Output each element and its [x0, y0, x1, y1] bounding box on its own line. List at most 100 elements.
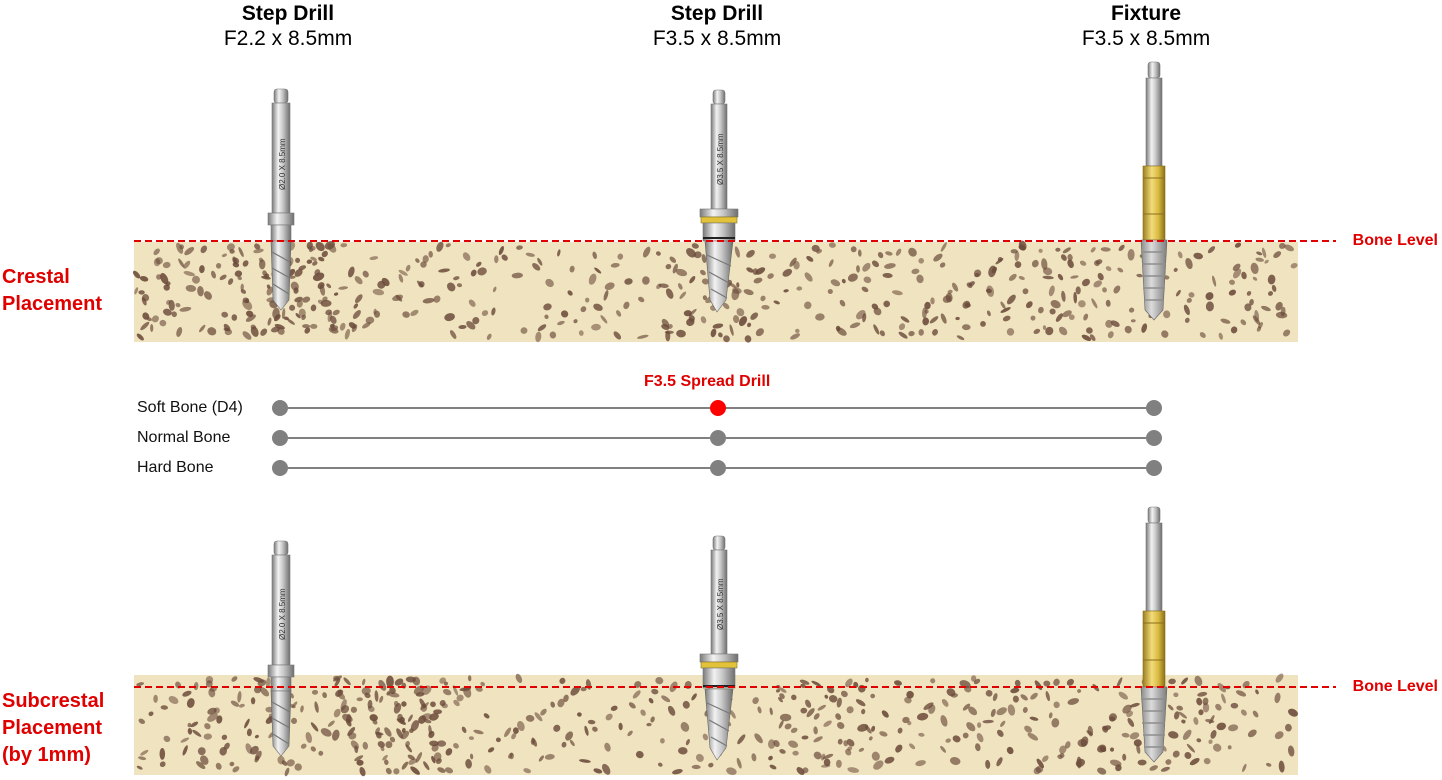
bone-pore [828, 242, 836, 248]
bone-pore [824, 694, 829, 699]
bone-pore [940, 715, 948, 727]
bone-pore [204, 291, 212, 300]
bone-pore [221, 734, 228, 740]
bone-pore [1173, 267, 1178, 272]
bone-pore [847, 767, 860, 773]
bone-pore [393, 768, 400, 775]
bone-pore [467, 675, 472, 682]
bone-pore [340, 705, 350, 714]
bone-pore [1000, 301, 1006, 309]
bone-pore [796, 767, 805, 775]
bone-pore [1255, 257, 1264, 262]
bone-pore [873, 307, 882, 316]
step-dot [272, 400, 288, 416]
bone-pore [480, 681, 486, 687]
bone-pore [319, 284, 326, 296]
bone-pore [156, 274, 162, 280]
bone-pore [240, 283, 244, 291]
bone-pore [1196, 738, 1202, 743]
bone-pore [1038, 248, 1043, 253]
bone-pore [856, 310, 866, 320]
bone-pore [422, 255, 429, 263]
bone-pore [1194, 675, 1203, 686]
bone-pore [369, 714, 378, 722]
bone-pore [932, 329, 938, 336]
bone-pore [618, 722, 623, 731]
bone-pore [672, 769, 683, 775]
bone-pore [751, 753, 757, 762]
bone-texture [132, 240, 1298, 343]
bone-pore [898, 323, 906, 331]
bone-pore [882, 272, 893, 279]
bone-pore [835, 325, 841, 332]
bone-pore [712, 323, 724, 329]
bone-pore [1121, 732, 1130, 738]
bone-pore [1118, 691, 1129, 700]
bone-pore [332, 675, 343, 682]
bone-pore [138, 718, 146, 725]
bone-pore [1008, 273, 1017, 281]
bone-pore [160, 705, 168, 710]
bone-pore [1081, 334, 1092, 342]
bone-pore [444, 767, 454, 774]
bone-pore [242, 260, 249, 267]
bone-pore [997, 256, 1003, 262]
bone-pore [333, 708, 341, 718]
bone-pore [180, 737, 190, 743]
bone-pore [232, 766, 240, 773]
bone-pore [985, 689, 993, 697]
bone-pore [1257, 322, 1264, 329]
bone-pore [249, 745, 259, 755]
bone-pore [1067, 698, 1080, 705]
bone-pore [140, 321, 150, 331]
bone-pore [343, 677, 351, 686]
bone-pore [466, 321, 476, 330]
bone-pore [744, 335, 752, 343]
bone-pore [799, 679, 810, 685]
protocol-rows [272, 400, 1162, 476]
bone-pore [294, 763, 302, 771]
bone-pore [436, 740, 447, 747]
bone-pore [1240, 319, 1247, 326]
bone-pore [1073, 291, 1078, 304]
bone-pore [456, 283, 463, 288]
bone-pore [412, 676, 421, 686]
bone-pore [140, 749, 149, 756]
bone-pore [811, 680, 822, 687]
bone-pore [642, 246, 651, 258]
bone-pore [281, 760, 288, 766]
bone-pore [407, 754, 415, 760]
bone-pore [841, 278, 846, 284]
bone-pore [761, 304, 770, 310]
bone-pore [930, 297, 935, 305]
bone-pore [665, 288, 674, 299]
bone-pore [883, 300, 890, 308]
bone-pore [203, 733, 212, 740]
bone-pore [384, 759, 389, 765]
bone-pore [894, 680, 902, 686]
bone-pore [909, 743, 916, 750]
bone-pore [310, 323, 318, 329]
bone-pore [637, 334, 649, 339]
bone-pore [1057, 273, 1064, 281]
bone-pore [1229, 279, 1235, 285]
bone-pore [966, 722, 976, 732]
bone-pore [1136, 273, 1143, 278]
bone-pore [1189, 757, 1200, 766]
bone-pore [1094, 260, 1100, 267]
bone-pore [868, 736, 873, 741]
bone-pore [767, 739, 776, 749]
bone-pore [260, 328, 268, 336]
bone-pore [179, 244, 185, 250]
bone-pore [436, 241, 444, 252]
bone-pore [1284, 244, 1294, 252]
bone-pore [219, 747, 227, 756]
bone-pore [947, 289, 953, 294]
bone-pore [535, 331, 542, 343]
bone-pore [192, 275, 200, 284]
bone-pore [1081, 278, 1091, 287]
bone-pore [415, 692, 425, 697]
bone-pore [1174, 711, 1180, 720]
bone-pore [473, 729, 484, 735]
bone-pore [420, 703, 428, 712]
